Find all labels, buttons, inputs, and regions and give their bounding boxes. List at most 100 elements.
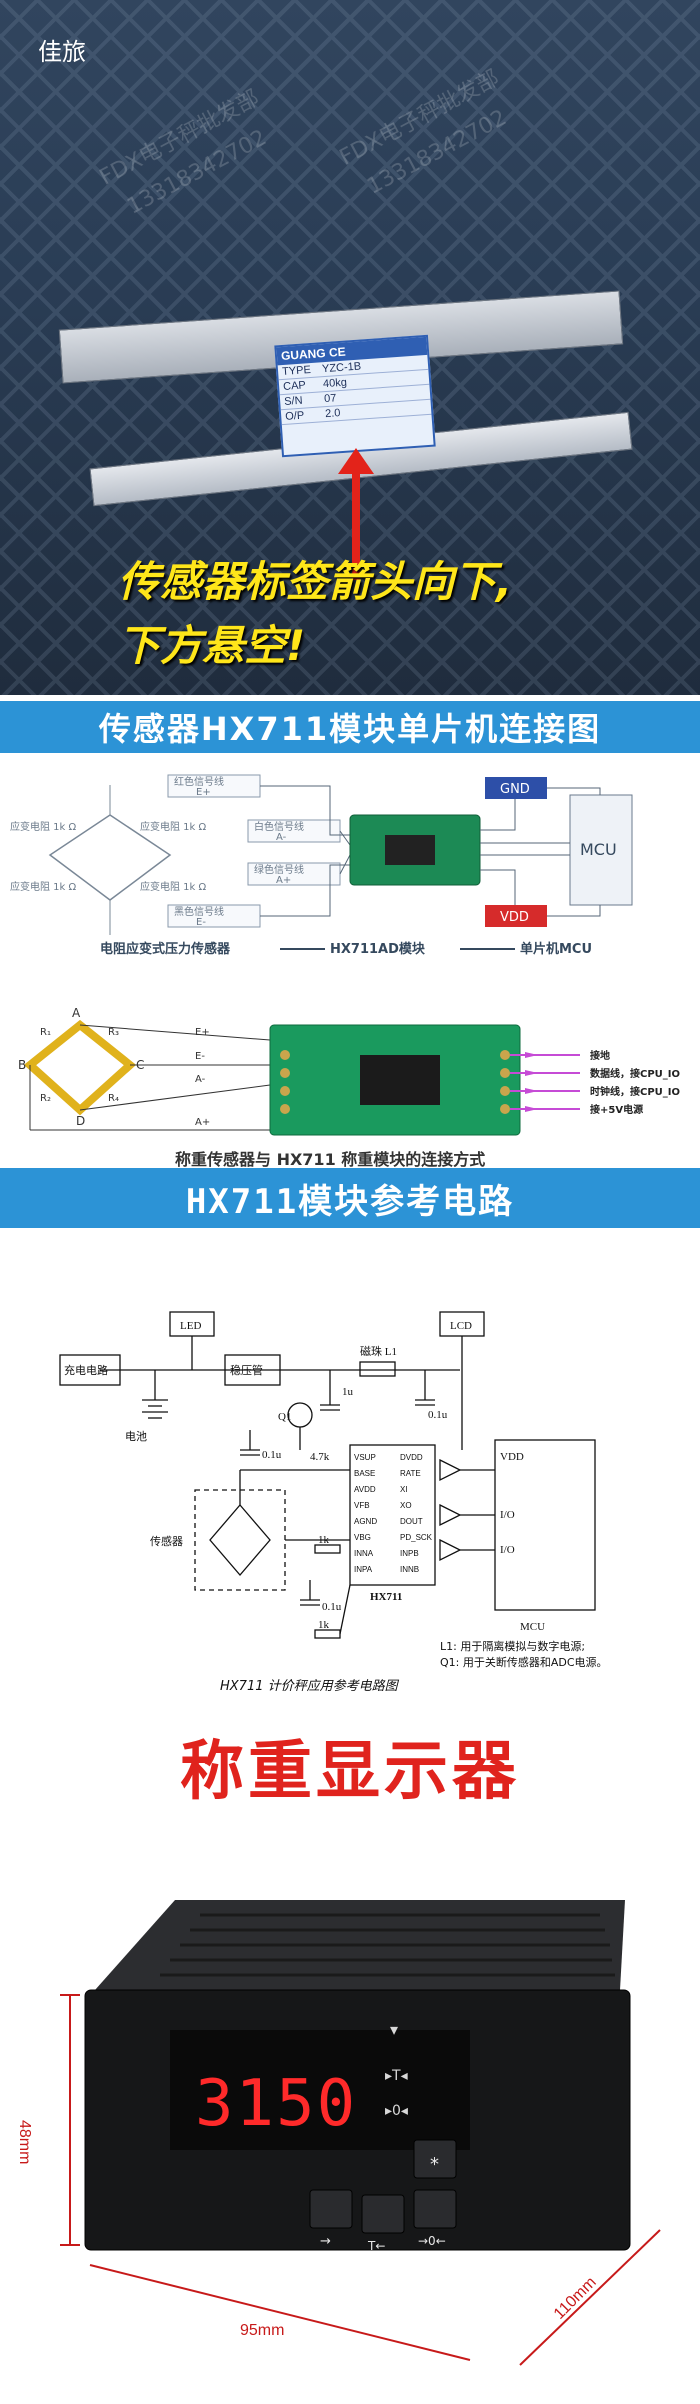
resistor-1k-label: 1k bbox=[318, 1619, 330, 1631]
signal-pin-red: E+ bbox=[196, 787, 211, 798]
circuit-note: Q1: 用于关断传感器和ADC电源。 bbox=[440, 1655, 608, 1669]
bridge-resistor: R₄ bbox=[108, 1093, 119, 1104]
gnd-label: GND bbox=[500, 782, 530, 797]
flow-caption-sensor: 电阻应变式压力传感器 bbox=[100, 941, 231, 957]
brand-label: 佳旅 bbox=[38, 38, 86, 66]
q1-transistor bbox=[287, 1402, 313, 1428]
button-tare bbox=[361, 2194, 405, 2234]
load-cell-photo: 佳旅 FDX电子秤批发部 13318342702 FDX电子秤批发部 13318… bbox=[0, 0, 700, 695]
chip-label: HX711 bbox=[370, 1591, 402, 1603]
display-reading: 3150 bbox=[195, 2067, 357, 2141]
regulator-box bbox=[224, 1354, 281, 1386]
chip-pin-right: PD_SCK bbox=[400, 1533, 433, 1542]
button-label: T← bbox=[367, 2239, 385, 2253]
button-shift bbox=[309, 2189, 353, 2229]
chip-pin-left: INNA bbox=[354, 1549, 374, 1558]
mcu-label: MCU bbox=[520, 1621, 545, 1633]
hx711-chip-photo bbox=[360, 1055, 440, 1105]
ferrite-label: 磁珠 L1 bbox=[360, 1344, 397, 1358]
mcu-symbol bbox=[494, 1439, 596, 1611]
charger-label: 充电电路 bbox=[64, 1363, 108, 1377]
dimension-height: 48mm bbox=[16, 2120, 33, 2164]
bridge-resistor: R₂ bbox=[40, 1093, 51, 1104]
wiring-diagram-svg: 应变电阻 1k Ω 应变电阻 1k Ω 应变电阻 1k Ω 应变电阻 1k Ω … bbox=[10, 774, 680, 1169]
sensor-label: 传感器 bbox=[150, 1535, 183, 1548]
cap-label: 0.1u bbox=[322, 1601, 342, 1613]
zero-indicator-icon: ▸0◂ bbox=[385, 2103, 408, 2119]
chip-pin-left: VSUP bbox=[354, 1453, 376, 1462]
bridge-node: D bbox=[76, 1114, 85, 1128]
ferrite-bead bbox=[359, 1361, 396, 1377]
chip-pin-right: RATE bbox=[400, 1469, 421, 1478]
chip-pin-left: BASE bbox=[354, 1469, 375, 1478]
module-right-pin-label: 数据线，接CPU_IO bbox=[590, 1067, 680, 1080]
chip-pin-left: AGND bbox=[354, 1517, 377, 1526]
led-label: LED bbox=[180, 1320, 201, 1332]
module-right-pin-label: 接+5V电源 bbox=[590, 1103, 643, 1116]
charger-box bbox=[59, 1354, 121, 1386]
section-title-circuit: HX711模块参考电路 bbox=[0, 1168, 700, 1228]
resistor-label: 应变电阻 1k Ω bbox=[140, 880, 207, 893]
led-window bbox=[170, 2030, 470, 2150]
button-label: * bbox=[430, 2154, 439, 2175]
resistor-1k-label: 1k bbox=[318, 1534, 330, 1546]
hx711-chip-symbol bbox=[349, 1444, 436, 1586]
resistor-label: 应变电阻 1k Ω bbox=[10, 880, 77, 893]
resistor-label: 应变电阻 1k Ω bbox=[140, 820, 207, 833]
button-zero bbox=[413, 2189, 457, 2229]
resistor-label: 应变电阻 1k Ω bbox=[10, 820, 77, 833]
signal-pin-white: A- bbox=[276, 832, 287, 843]
chip-pin-left: INPA bbox=[354, 1565, 373, 1574]
signal-label-red: 红色信号线 bbox=[174, 775, 224, 788]
bridge-node: B bbox=[18, 1058, 26, 1072]
gnd-box bbox=[485, 777, 547, 799]
dimension-width: 95mm bbox=[240, 2322, 284, 2339]
flow-caption-mcu: 单片机MCU bbox=[520, 941, 592, 957]
display-title: 称重显示器 bbox=[180, 1734, 520, 1809]
q1-label: Q1 bbox=[278, 1411, 291, 1423]
tare-indicator-icon: ▸T◂ bbox=[385, 2068, 408, 2084]
signal-pin-black: E- bbox=[196, 917, 206, 928]
chip-pin-left: VBG bbox=[354, 1533, 371, 1542]
dimension-depth: 110mm bbox=[551, 2274, 600, 2323]
mcu-vdd-label: VDD bbox=[500, 1451, 524, 1463]
resistor-47k-label: 4.7k bbox=[310, 1451, 330, 1463]
chip-pin-right: INPB bbox=[400, 1549, 419, 1558]
battery-label: 电池 bbox=[125, 1430, 147, 1443]
signal-label-black: 黑色信号线 bbox=[174, 905, 224, 918]
circuit-caption: HX711 计价秤应用参考电路图 bbox=[220, 1678, 400, 1694]
chip-pin-right: DOUT bbox=[400, 1517, 423, 1526]
mcu-label: MCU bbox=[580, 840, 617, 859]
warning-text-line1: 传感器标签箭头向下, bbox=[118, 557, 512, 606]
wiring-bottom-caption: 称重传感器与 HX711 称重模块的连接方式 bbox=[175, 1150, 485, 1169]
vdd-box bbox=[485, 905, 547, 927]
chip-pin-right: DVDD bbox=[400, 1453, 423, 1462]
wiring-diagram: 应变电阻 1k Ω 应变电阻 1k Ω 应变电阻 1k Ω 应变电阻 1k Ω … bbox=[0, 755, 700, 1175]
weighing-display-product: 3150 ▾ ▸T◂ ▸0◂ → T← →0← * 48mm 95mm 110m… bbox=[0, 1820, 700, 2400]
chip-pin-left: VFB bbox=[354, 1501, 370, 1510]
chip-pin-right: XO bbox=[400, 1501, 412, 1510]
vdd-label: VDD bbox=[500, 910, 529, 925]
red-arrow-icon bbox=[338, 448, 374, 580]
module-pin-label: E+ bbox=[195, 1027, 210, 1038]
module-right-pin-label: 时钟线，接CPU_IO bbox=[590, 1085, 680, 1098]
weighing-display-svg: 3150 ▾ ▸T◂ ▸0◂ → T← →0← * 48mm 95mm 110m… bbox=[16, 1900, 661, 2366]
flow-caption-module: HX711AD模块 bbox=[330, 941, 426, 957]
wheatstone-bridge: 应变电阻 1k Ω 应变电阻 1k Ω 应变电阻 1k Ω 应变电阻 1k Ω bbox=[10, 785, 207, 935]
mcu-io-label: I/O bbox=[500, 1544, 515, 1556]
module-pin-label: A+ bbox=[195, 1117, 210, 1128]
indicator-icon: ▾ bbox=[390, 2020, 398, 2039]
hx711-chip bbox=[385, 835, 435, 865]
cap-1u-label: 1u bbox=[342, 1386, 354, 1398]
button-star bbox=[413, 2139, 457, 2179]
warning-text-line2: 下方悬空! bbox=[118, 621, 306, 670]
chip-pin-right: XI bbox=[400, 1485, 408, 1494]
signal-pin-green: A+ bbox=[276, 875, 291, 886]
module-pin-label: A- bbox=[195, 1074, 206, 1085]
bridge-photo-diagram: A B C D R₁ R₂ R₃ R₄ E+ E- A- A+ bbox=[18, 1006, 680, 1136]
regulator-label: 稳压管 bbox=[230, 1363, 263, 1377]
cap-label: 0.1u bbox=[262, 1449, 282, 1461]
bridge-node: A bbox=[72, 1006, 81, 1020]
